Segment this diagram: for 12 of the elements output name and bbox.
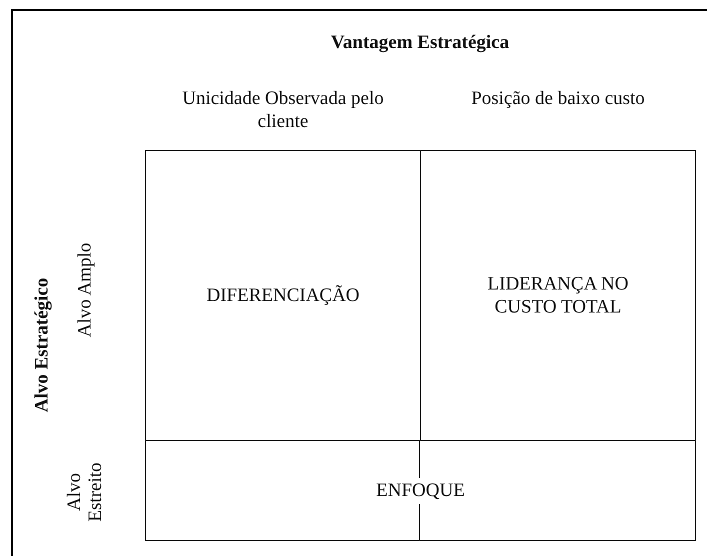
diagram-title: Vantagem Estratégica — [330, 32, 510, 54]
cell-text: ENFOQUE — [376, 478, 465, 504]
row-label: Alvo Amplo — [76, 242, 96, 340]
matrix-cell — [420, 150, 696, 441]
matrix-cell — [145, 440, 696, 541]
cell-text: DIFERENCIAÇÃO — [205, 284, 361, 308]
column-label: Unicidade Observada pelo cliente — [181, 88, 385, 134]
matrix-cell — [145, 150, 421, 441]
strategic-target-label: Alvo Estratégico — [32, 276, 54, 414]
column-label: Posição de baixo custo — [470, 88, 646, 111]
cell-text: LIDERANÇA NO CUSTO TOTAL — [486, 272, 630, 320]
row-label: Alvo Estreito — [65, 461, 107, 524]
